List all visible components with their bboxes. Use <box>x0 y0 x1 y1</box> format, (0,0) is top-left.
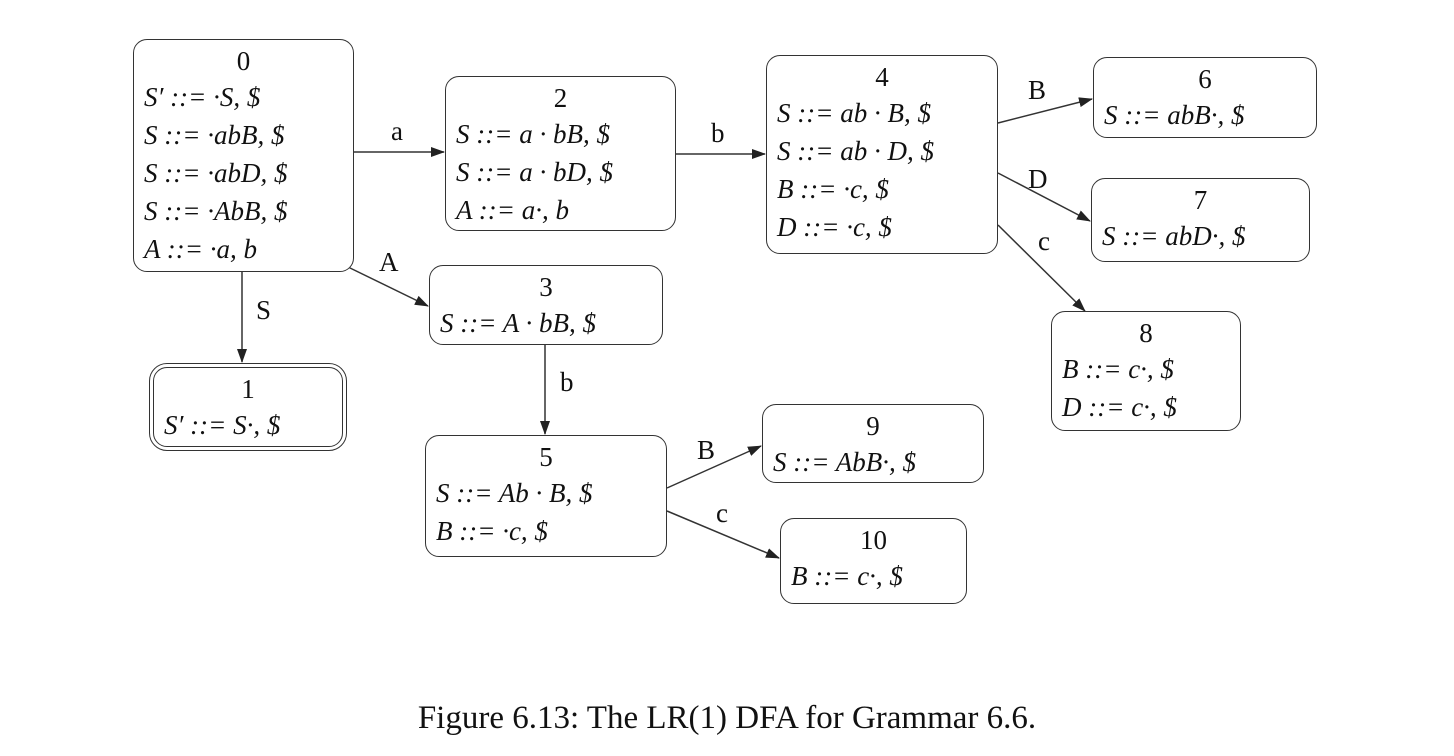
lr-item: B ::= ·c, $ <box>777 174 889 204</box>
lr-item: S ::= ab · B, $ <box>777 98 931 128</box>
edge-label-5-10: c <box>716 498 728 528</box>
state-id: 5 <box>539 442 553 472</box>
state-4: 4 S ::= ab · B, $ S ::= ab · D, $ B ::= … <box>766 55 998 254</box>
lr-item: S ::= a · bB, $ <box>456 119 610 149</box>
state-id: 3 <box>539 272 553 302</box>
lr-item: S ::= Ab · B, $ <box>436 478 593 508</box>
edge-label-0-3: A <box>379 247 399 277</box>
transition-arrow-0-3 <box>347 266 429 307</box>
state-id: 9 <box>866 411 880 441</box>
lr-item: D ::= c·, $ <box>1062 392 1177 422</box>
lr-item: S ::= abD·, $ <box>1102 221 1246 251</box>
lr-item: S ::= AbB·, $ <box>773 447 916 477</box>
lr-item: S ::= ·AbB, $ <box>144 196 288 226</box>
edge-label-2-4: b <box>711 118 725 148</box>
lr-item: B ::= c·, $ <box>791 561 903 591</box>
state-3: 3 S ::= A · bB, $ <box>429 265 663 345</box>
state-id: 6 <box>1198 64 1212 94</box>
lr-item: S ::= abB·, $ <box>1104 100 1245 130</box>
edge-label-0-2: a <box>391 116 403 146</box>
lr-item: B ::= c·, $ <box>1062 354 1174 384</box>
state-10: 10 B ::= c·, $ <box>780 518 967 604</box>
state-2: 2 S ::= a · bB, $ S ::= a · bD, $ A ::= … <box>445 76 676 231</box>
lr-item: S ::= a · bD, $ <box>456 157 613 187</box>
transition-arrow-5-9 <box>666 445 762 489</box>
state-1-accepting: 1 S′ ::= S·, $ <box>149 363 347 451</box>
transition-arrow-4-7 <box>997 172 1091 222</box>
state-id: 8 <box>1139 318 1153 348</box>
edge-label-5-9: B <box>697 435 716 465</box>
lr-item: S′ ::= S·, $ <box>164 410 281 440</box>
lr-item: S ::= ab · D, $ <box>777 136 934 166</box>
edge-label-3-5: b <box>560 367 574 397</box>
state-id: 1 <box>241 374 255 404</box>
lr-item: A ::= ·a, b <box>144 234 257 264</box>
transition-arrow-5-10 <box>666 510 780 559</box>
transition-arrow-4-6 <box>997 97 1093 124</box>
lr-item: S′ ::= ·S, $ <box>144 82 261 112</box>
edge-label-4-8: c <box>1038 226 1050 256</box>
edge-label-0-1: S <box>256 295 272 325</box>
state-id: 4 <box>875 62 889 92</box>
state-id: 2 <box>553 83 568 113</box>
lr-item: B ::= ·c, $ <box>436 516 548 546</box>
state-id: 0 <box>236 46 251 76</box>
state-5: 5 S ::= Ab · B, $ B ::= ·c, $ <box>425 435 667 557</box>
state-8: 8 B ::= c·, $ D ::= c·, $ <box>1051 311 1241 431</box>
lr-item: D ::= ·c, $ <box>777 212 892 242</box>
lr-item: A ::= a·, b <box>456 195 569 225</box>
edge-label-4-6: B <box>1028 75 1047 105</box>
figure-caption: Figure 6.13: The LR(1) DFA for Grammar 6… <box>417 700 1037 736</box>
transition-arrow-4-8 <box>997 224 1086 312</box>
state-6: 6 S ::= abB·, $ <box>1093 57 1317 138</box>
state-0: 0 S′ ::= ·S, $ S ::= ·abB, $ S ::= ·abD,… <box>133 39 354 272</box>
state-id: 10 <box>860 525 887 555</box>
lr-item: S ::= ·abB, $ <box>144 120 285 150</box>
state-9: 9 S ::= AbB·, $ <box>762 404 984 483</box>
state-id: 7 <box>1193 185 1208 215</box>
lr-item: S ::= A · bB, $ <box>440 308 596 338</box>
lr-item: S ::= ·abD, $ <box>144 158 288 188</box>
edge-label-4-7: D <box>1028 164 1048 194</box>
state-7: 7 S ::= abD·, $ <box>1091 178 1310 262</box>
